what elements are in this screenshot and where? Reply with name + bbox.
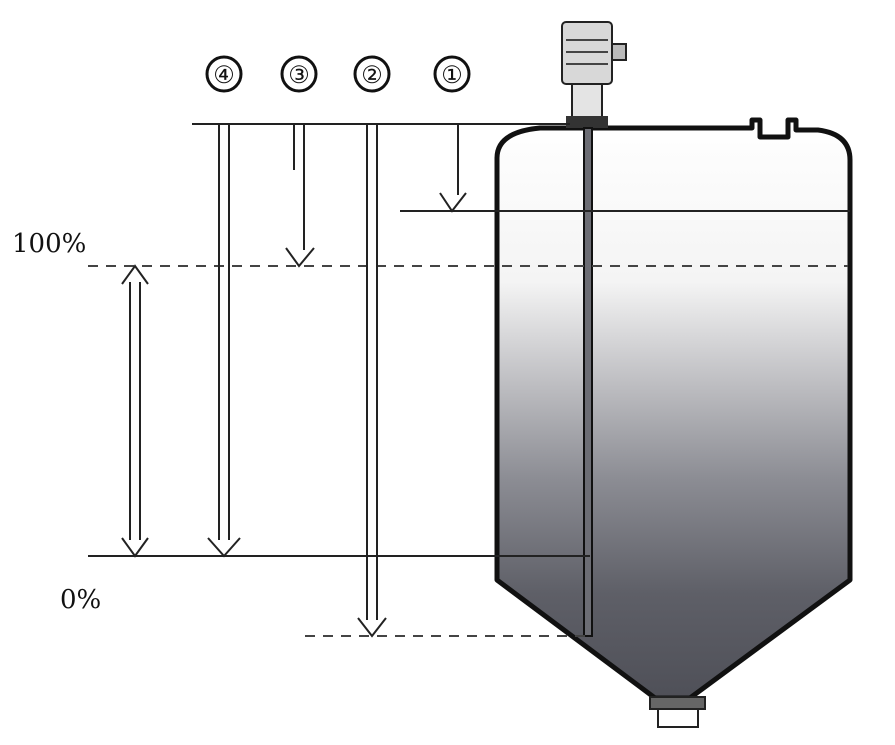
tank-outlet — [649, 696, 706, 710]
radar-sensor — [561, 21, 627, 637]
callout-3-label: ③ — [288, 61, 310, 89]
arrow-4 — [207, 124, 241, 558]
callout-3: ③ — [280, 55, 318, 93]
callout-4-label: ④ — [213, 61, 235, 89]
arrow-3 — [285, 124, 315, 268]
callout-1-label: ① — [441, 61, 463, 89]
callout-2-label: ② — [361, 61, 383, 89]
tank-fill — [494, 117, 853, 701]
callout-4: ④ — [205, 55, 243, 93]
arrow-2 — [357, 124, 387, 638]
label-0-percent: 0% — [60, 585, 101, 615]
probe-rod — [583, 127, 593, 637]
arrow-1 — [439, 124, 467, 213]
callout-2: ② — [353, 55, 391, 93]
callout-1: ① — [433, 55, 471, 93]
measuring-range-arrow — [121, 264, 149, 558]
label-100-percent: 100% — [12, 229, 86, 259]
